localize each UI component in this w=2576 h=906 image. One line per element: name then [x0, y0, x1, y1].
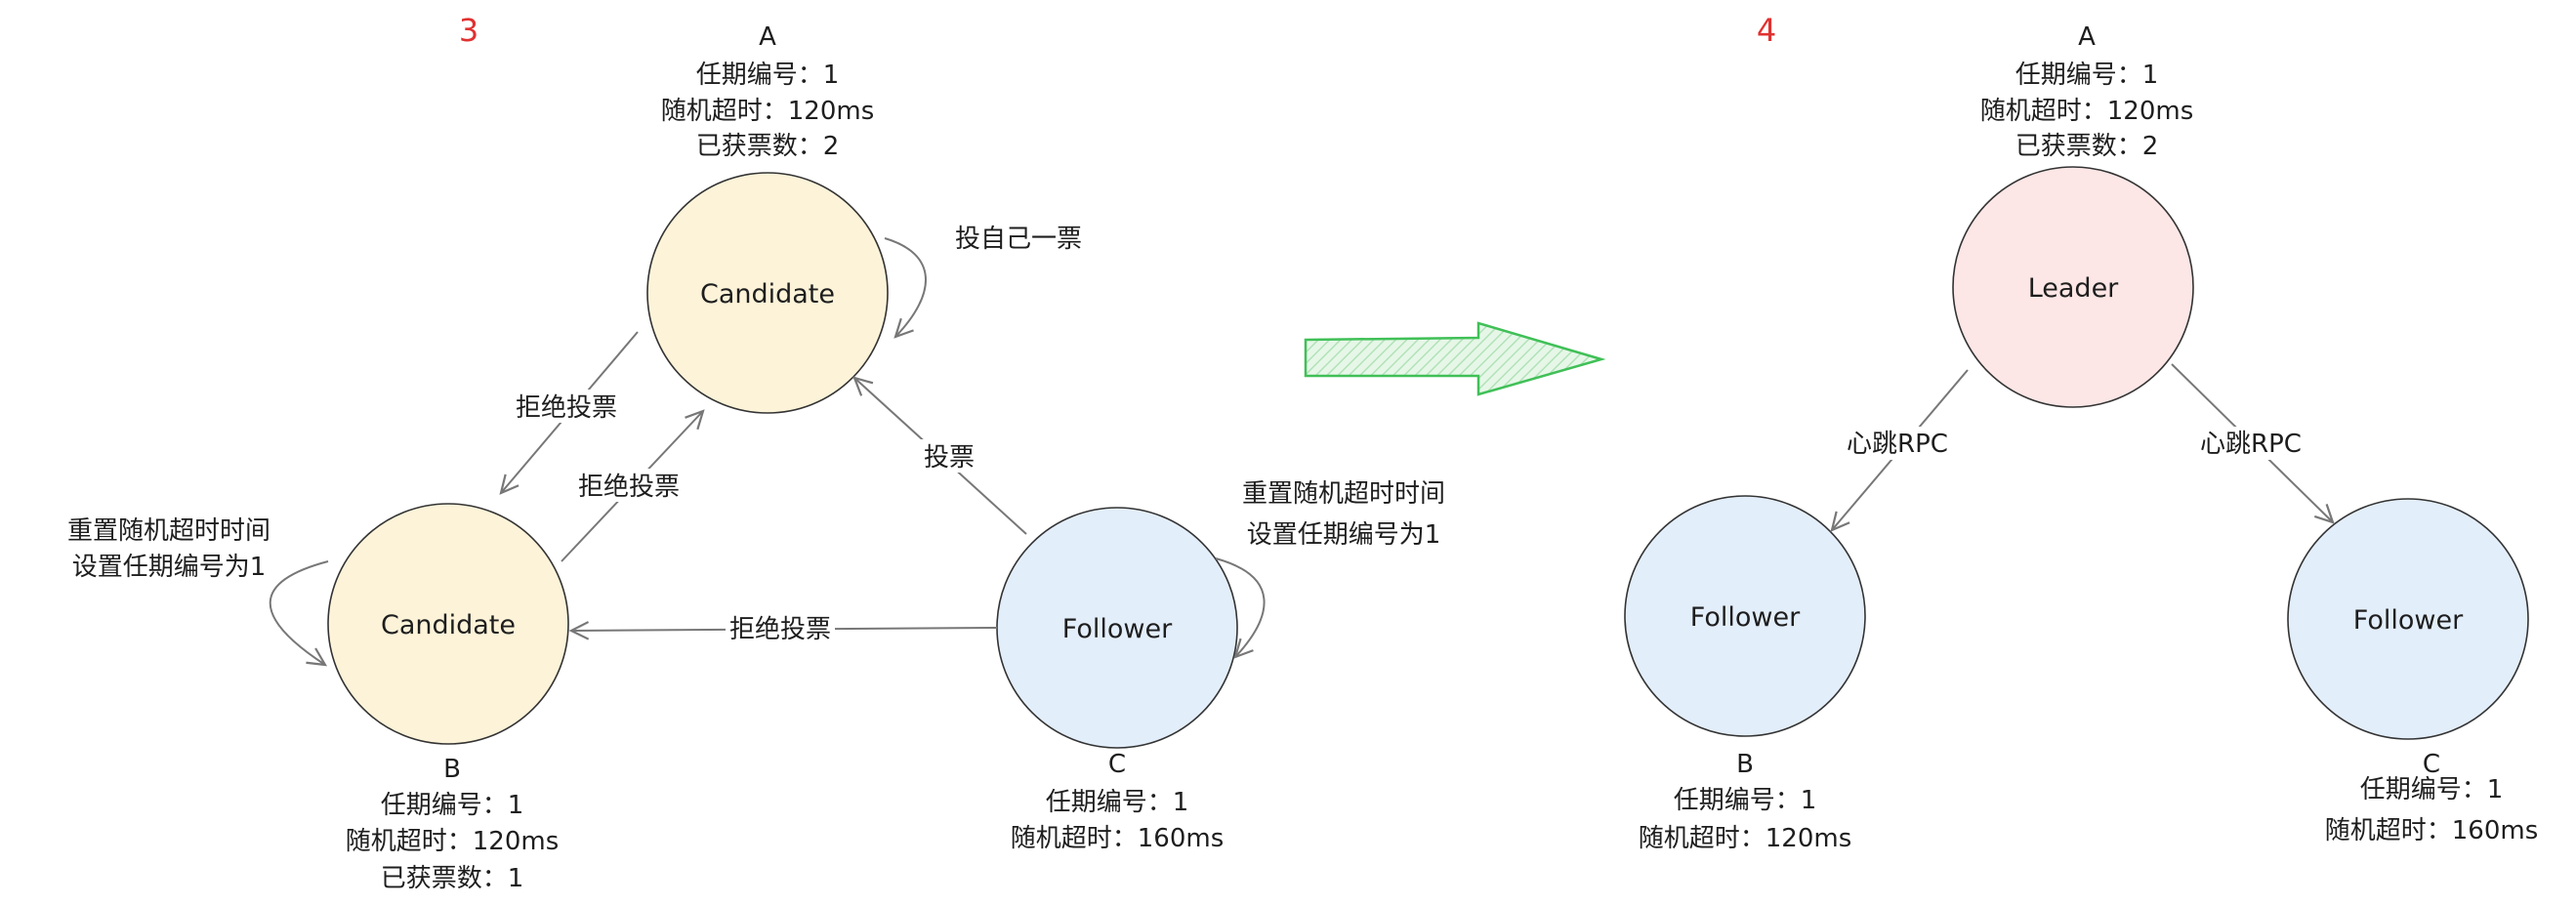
- follower-c-state: Follower: [2353, 605, 2464, 636]
- follower-b-term: 任期编号：1: [1674, 786, 1817, 815]
- edge-b-to-a-label: 拒绝投票: [578, 473, 680, 502]
- node-c-timeout: 随机超时：160ms: [1011, 824, 1225, 853]
- node-a-term: 任期编号：1: [696, 61, 840, 90]
- label-bg: [514, 390, 619, 423]
- label-bg: [1843, 427, 1952, 460]
- transition-arrow-icon: [1304, 321, 1606, 396]
- node-b-state: Candidate: [381, 610, 516, 640]
- label-bg: [576, 469, 682, 502]
- edge-heartbeat-b-label: 心跳RPC: [1847, 430, 1948, 459]
- edge-c-self-label-2: 设置任期编号为1: [1247, 520, 1441, 550]
- node-b-timeout: 随机超时：120ms: [346, 827, 560, 856]
- follower-b-timeout: 随机超时：120ms: [1639, 824, 1852, 853]
- node-b-circle: [327, 503, 569, 745]
- label-bg: [726, 612, 835, 645]
- node-a-state: Candidate: [700, 279, 835, 309]
- node-b-votes: 已获票数：1: [381, 864, 524, 893]
- node-b-term: 任期编号：1: [381, 791, 524, 820]
- edge-b-self-reset: [269, 560, 329, 665]
- node-a-circle: [646, 172, 889, 414]
- node-c-info: C 任期编号：1 随机超时：160ms: [1011, 750, 1225, 853]
- node-c-name: C: [1108, 750, 1126, 779]
- edge-c-to-b-label: 拒绝投票: [729, 615, 831, 644]
- follower-b-name: B: [1736, 750, 1754, 779]
- edge-c-self-reset: [1215, 557, 1266, 657]
- node-a-votes: 已获票数：2: [696, 132, 840, 161]
- node-a-name: A: [759, 22, 776, 52]
- node-b-name: B: [443, 755, 461, 784]
- follower-b-circle: [1624, 495, 1866, 737]
- leader-a-timeout: 随机超时：120ms: [1980, 97, 2194, 126]
- leader-a-term: 任期编号：1: [2015, 61, 2159, 90]
- leader-a-state: Leader: [2028, 273, 2119, 304]
- edge-b-self-label-2: 设置任期编号为1: [72, 553, 267, 582]
- follower-c-name: C: [2423, 750, 2440, 779]
- edge-c-to-a-label: 投票: [924, 443, 975, 473]
- edge-a-self-vote: [884, 237, 927, 337]
- follower-b-info: B 任期编号：1 随机超时：120ms: [1639, 750, 1852, 853]
- follower-c-timeout: 随机超时：160ms: [2325, 816, 2539, 845]
- label-bg: [2196, 427, 2306, 460]
- follower-c-circle: [2287, 498, 2529, 740]
- leader-a-info: A 任期编号：1 随机超时：120ms 已获票数：2: [1980, 22, 2194, 161]
- node-a-timeout: 随机超时：120ms: [661, 97, 875, 126]
- label-bg: [918, 439, 980, 473]
- follower-c-info: C 任期编号：1 随机超时：160ms: [2325, 750, 2539, 845]
- follower-c-term: 任期编号：1: [2360, 775, 2504, 804]
- edge-a-to-b-label: 拒绝投票: [516, 393, 617, 423]
- node-b-info: B 任期编号：1 随机超时：120ms 已获票数：1: [346, 755, 560, 893]
- node-c-state: Follower: [1062, 614, 1173, 644]
- step-number-4: 4: [1757, 12, 1776, 49]
- step-number-3: 3: [459, 12, 478, 49]
- edge-c-self-label-1: 重置随机超时时间: [1242, 479, 1445, 509]
- leader-a-circle: [1952, 166, 2194, 408]
- edge-b-self-label-1: 重置随机超时时间: [67, 516, 270, 546]
- node-a-info: A 任期编号：1 随机超时：120ms 已获票数：2: [661, 22, 875, 161]
- edge-heartbeat-c-label: 心跳RPC: [2200, 430, 2302, 459]
- node-c-term: 任期编号：1: [1046, 788, 1189, 817]
- leader-a-name: A: [2078, 22, 2096, 52]
- edge-a-self-label: 投自己一票: [955, 225, 1082, 254]
- leader-a-votes: 已获票数：2: [2015, 132, 2159, 161]
- follower-b-state: Follower: [1690, 602, 1801, 633]
